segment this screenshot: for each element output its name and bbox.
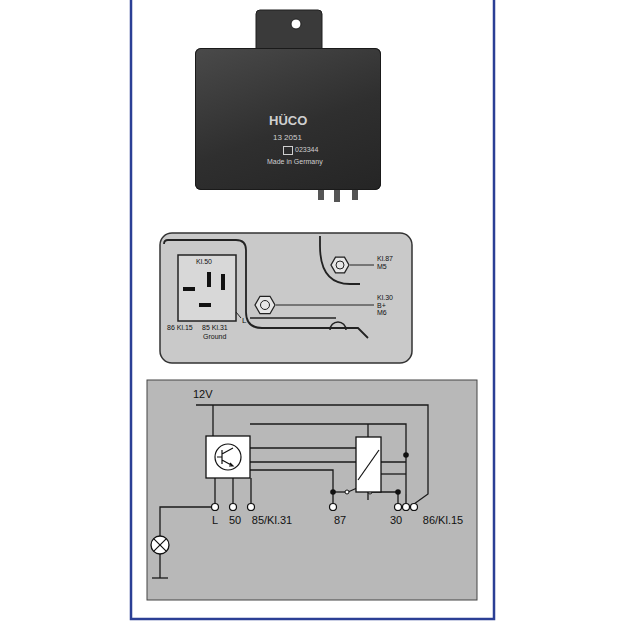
brand-name: HÜCO bbox=[269, 114, 307, 128]
pin-name: 86 Kl.15 bbox=[167, 324, 193, 332]
notch bbox=[330, 322, 346, 330]
bus-bar bbox=[320, 236, 360, 284]
pin-slot bbox=[207, 272, 211, 287]
leader-line bbox=[236, 312, 241, 318]
pin-layout-panel bbox=[160, 233, 412, 363]
terminal-name: 87 bbox=[334, 514, 346, 526]
relay-coil bbox=[358, 450, 379, 480]
stud bbox=[336, 261, 344, 269]
relay-housing: HÜCO 13 2051 023344Made in Germany bbox=[195, 48, 381, 190]
leader-line bbox=[276, 305, 374, 306]
housing-edge bbox=[164, 240, 368, 338]
junction-dot bbox=[395, 489, 401, 495]
junction-dot bbox=[330, 489, 336, 495]
terminal-name: 86/Kl.15 bbox=[423, 514, 463, 526]
ground-note: Ground bbox=[203, 333, 226, 341]
stud bbox=[261, 301, 270, 310]
terminal-name: Kl.30 B+ M6 bbox=[377, 294, 393, 317]
terminal-name: 50 bbox=[229, 514, 241, 526]
pin-name: L bbox=[242, 317, 246, 326]
pin-slot bbox=[199, 303, 211, 307]
terminal-name: Kl.87 M5 bbox=[377, 255, 393, 270]
electronic-module bbox=[206, 436, 250, 478]
leader-line bbox=[350, 265, 374, 266]
approval-number: 023344 bbox=[295, 146, 318, 154]
stud-nut bbox=[255, 296, 275, 313]
mounting-tab bbox=[256, 10, 322, 52]
connector-socket bbox=[178, 255, 236, 321]
approval-mark bbox=[283, 146, 293, 155]
lamp-symbol bbox=[151, 536, 169, 554]
pin-slot bbox=[221, 274, 225, 290]
terminal-name: 85/Kl.31 bbox=[252, 514, 292, 526]
pin-name: Kl.50 bbox=[196, 258, 212, 266]
stud-nut bbox=[331, 257, 349, 273]
junction-dot bbox=[403, 452, 409, 458]
part-number: 13 2051 bbox=[273, 134, 302, 143]
transistor-symbol bbox=[217, 448, 233, 466]
pin-name: 85 Kl.31 bbox=[202, 324, 228, 332]
lamp-symbol bbox=[154, 539, 167, 552]
relay-coil bbox=[356, 437, 381, 492]
terminal bbox=[212, 504, 418, 511]
switch-contact bbox=[345, 490, 349, 494]
mounting-hole bbox=[291, 19, 301, 29]
transistor-symbol bbox=[215, 444, 241, 470]
pin bbox=[334, 188, 340, 202]
schematic-panel bbox=[147, 380, 477, 600]
bus-bar bbox=[250, 317, 336, 319]
terminal-name: 30 bbox=[390, 514, 402, 526]
wiring bbox=[405, 494, 406, 503]
frame bbox=[131, 0, 494, 619]
pin-slot bbox=[183, 287, 195, 291]
terminal-name: L bbox=[212, 514, 218, 526]
wiring bbox=[152, 405, 428, 578]
origin-note: Made in Germany bbox=[267, 158, 323, 166]
voltage-label: 12V bbox=[193, 388, 213, 400]
